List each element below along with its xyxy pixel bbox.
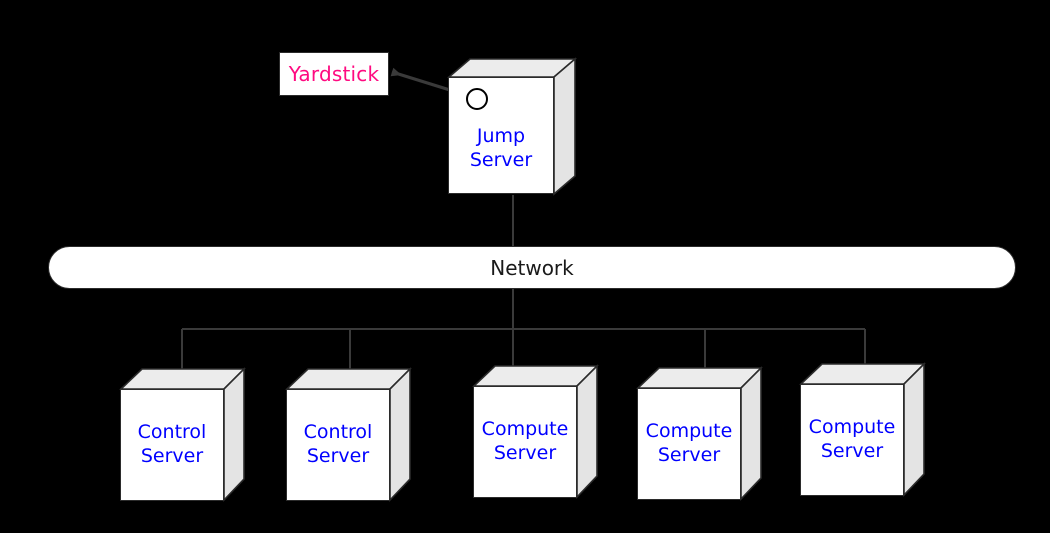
node-control-server-1-label: Control Server xyxy=(137,421,207,467)
compute-server-3-front-face: Compute Server xyxy=(800,384,904,496)
node-jump-server-label: Jump Server xyxy=(469,124,533,171)
node-yardstick[interactable]: Yardstick xyxy=(279,52,389,96)
node-control-server-2[interactable]: Control Server xyxy=(285,367,412,502)
control-server-2-cube-shape xyxy=(285,367,412,502)
node-compute-server-2-label: Compute Server xyxy=(645,420,733,466)
node-compute-server-1-label: Compute Server xyxy=(481,418,569,464)
compute-server-3-cube-shape xyxy=(799,362,926,497)
jump-server-front-face: Jump Server xyxy=(448,77,554,194)
compute-server-2-cube-shape xyxy=(636,366,763,501)
node-compute-server-1[interactable]: Compute Server xyxy=(472,364,599,499)
compute-server-1-cube-shape xyxy=(472,364,599,499)
node-network[interactable]: Network xyxy=(48,246,1016,289)
control-server-2-front-face: Control Server xyxy=(286,389,390,501)
provided-interface-lollipop-icon xyxy=(466,88,488,110)
node-yardstick-label: Yardstick xyxy=(288,61,380,86)
node-compute-server-2[interactable]: Compute Server xyxy=(636,366,763,501)
node-compute-server-3-label: Compute Server xyxy=(808,416,896,462)
control-server-1-front-face: Control Server xyxy=(120,389,224,501)
jump-server-cube-shape xyxy=(446,57,578,196)
node-control-server-1[interactable]: Control Server xyxy=(119,367,246,502)
node-control-server-2-label: Control Server xyxy=(303,421,373,467)
node-network-label: Network xyxy=(490,255,574,280)
node-jump-server[interactable]: Jump Server xyxy=(446,57,578,196)
compute-server-1-front-face: Compute Server xyxy=(473,386,577,498)
node-compute-server-3[interactable]: Compute Server xyxy=(799,362,926,497)
compute-server-2-front-face: Compute Server xyxy=(637,388,741,500)
